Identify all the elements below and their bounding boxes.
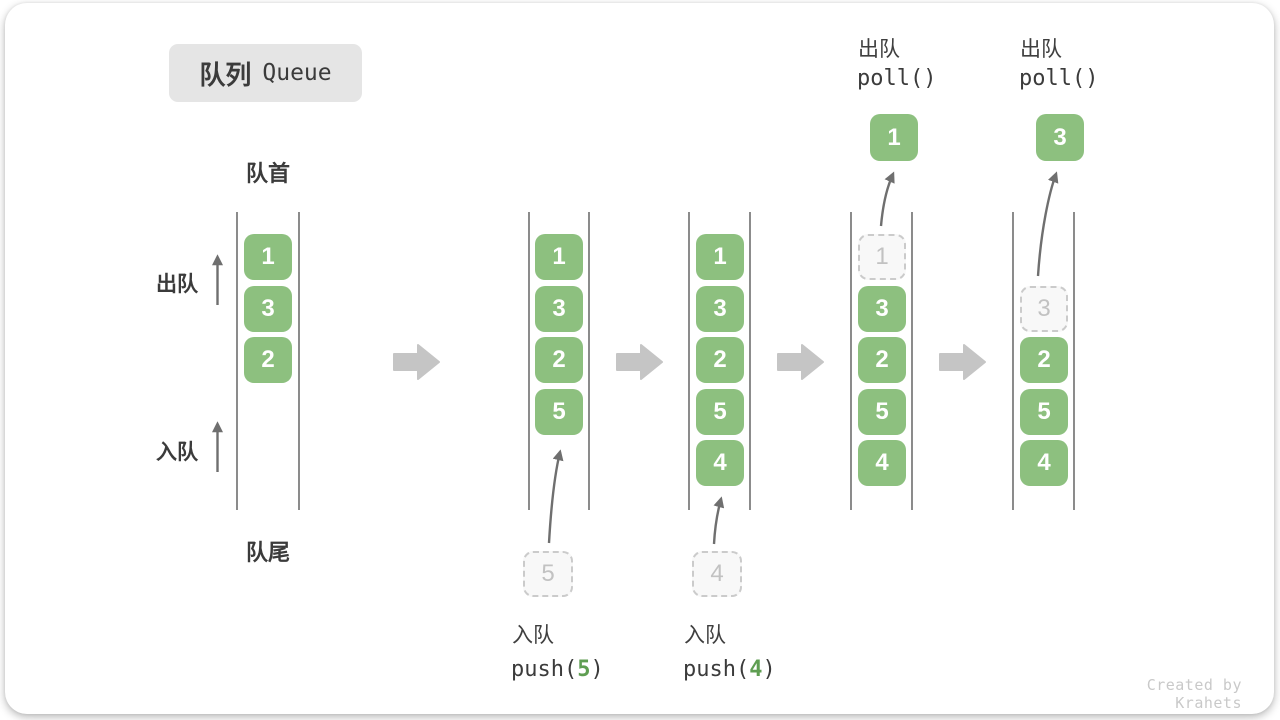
op-label-enqueue: 入队 <box>684 624 726 647</box>
queue-item: 3 <box>535 285 583 332</box>
queue-item: 1 <box>535 234 583 280</box>
next-step-arrow-icon-4 <box>939 344 986 380</box>
queue-item: 2 <box>1020 337 1068 383</box>
op-code-poll: poll() <box>857 66 937 91</box>
queue-item: 4 <box>858 440 906 486</box>
op-code-poll: poll() <box>1019 66 1099 91</box>
polled-item: 1 <box>870 114 918 161</box>
op-code-push-5: push(5) <box>511 657 604 682</box>
queue-item: 5 <box>1020 388 1068 435</box>
next-step-arrow-icon-1 <box>393 344 440 380</box>
queue-item: 4 <box>1020 440 1068 486</box>
queue-channel-walls <box>236 212 1075 510</box>
push-fn-pre: push( <box>511 657 578 682</box>
poll-1-arrow-icon <box>879 171 895 227</box>
queue-item: 3 <box>244 285 292 332</box>
push-5-arrow-icon <box>547 449 564 544</box>
push-fn-pre: push( <box>683 657 750 682</box>
queue-item: 2 <box>535 337 583 383</box>
label-queue-rear: 队尾 <box>245 540 290 565</box>
removed-item-ghost: 1 <box>858 234 906 280</box>
queue-item: 4 <box>696 440 744 486</box>
queue-item: 1 <box>244 234 292 280</box>
incoming-item-ghost: 4 <box>692 551 742 597</box>
op-label-enqueue: 入队 <box>512 624 554 647</box>
removed-item-ghost: 3 <box>1020 285 1068 332</box>
title-en: Queue <box>262 60 332 86</box>
polled-item: 3 <box>1036 114 1084 161</box>
queue-item: 2 <box>858 337 906 383</box>
queue-item: 1 <box>696 234 744 280</box>
label-enqueue-side: 入队 <box>156 441 198 464</box>
push-fn-post: ) <box>590 657 604 682</box>
queue-item: 2 <box>696 337 744 383</box>
push-fn-post: ) <box>762 657 776 682</box>
label-queue-front: 队首 <box>245 161 290 186</box>
next-step-arrow-icon-2 <box>616 344 663 380</box>
title-badge: 队列 Queue <box>169 44 362 102</box>
queue-item: 5 <box>696 388 744 435</box>
op-code-push-4: push(4) <box>683 657 776 682</box>
queue-item: 3 <box>858 285 906 332</box>
queue-item: 5 <box>858 388 906 435</box>
watermark-credit: Created by Krahets <box>1146 676 1242 712</box>
push-4-arrow-icon <box>712 496 725 545</box>
push-arg: 5 <box>577 657 591 682</box>
op-label-dequeue: 出队 <box>858 38 900 61</box>
push-arg: 4 <box>749 657 763 682</box>
incoming-item-ghost: 5 <box>523 551 573 597</box>
title-zh: 队列 <box>199 59 252 90</box>
queue-item: 2 <box>244 337 292 383</box>
next-step-arrow-icon-3 <box>777 344 824 380</box>
poll-3-arrow-icon <box>1036 171 1059 277</box>
queue-item: 5 <box>535 388 583 435</box>
op-label-dequeue: 出队 <box>1020 38 1062 61</box>
label-dequeue-side: 出队 <box>156 273 198 296</box>
queue-item: 3 <box>696 285 744 332</box>
